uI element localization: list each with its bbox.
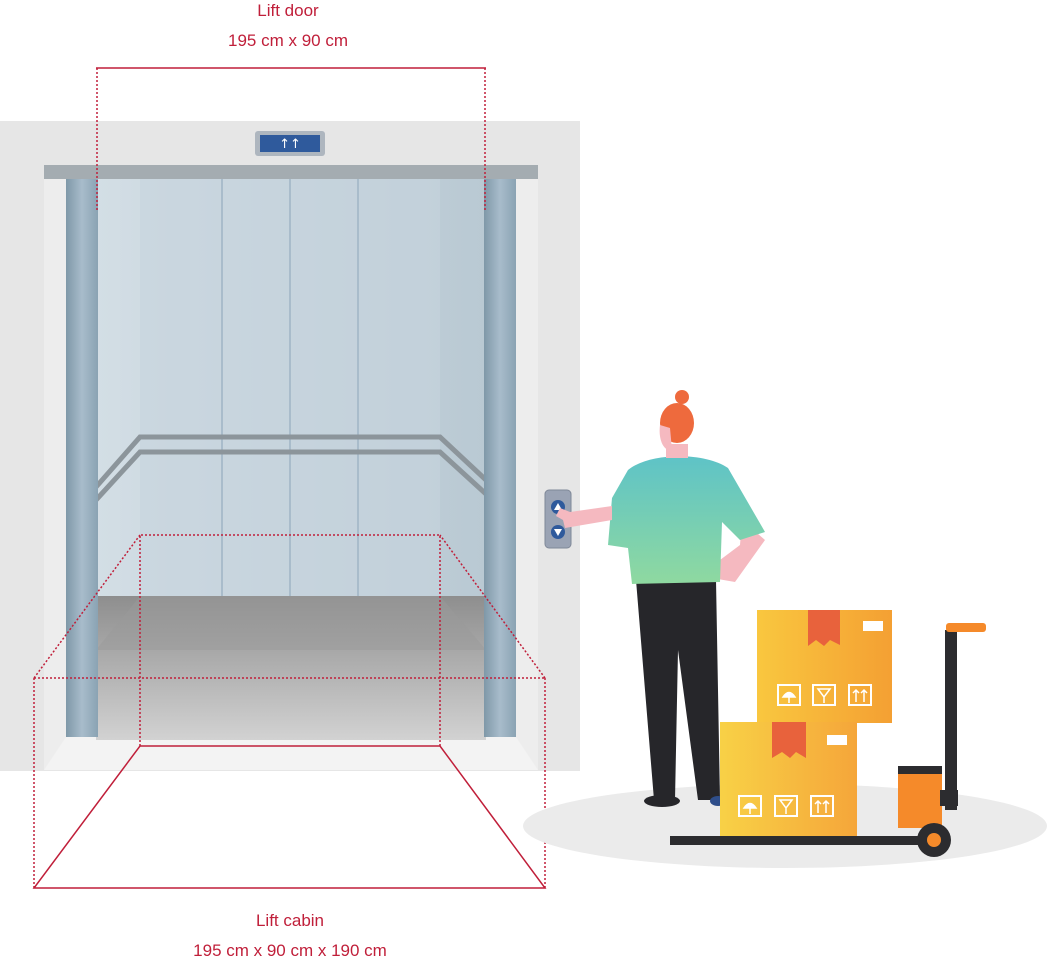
lift-cabin-label: Lift cabin 195 cm x 90 cm x 190 cm [130, 906, 450, 966]
lift-cabin-dimensions: 195 cm x 90 cm x 190 cm [193, 941, 387, 960]
lift-cabin-title: Lift cabin [255, 911, 325, 930]
lift-door-title: Lift door [257, 1, 319, 20]
lift-door-dimensions: 195 cm x 90 cm [228, 31, 348, 50]
cardboard-box-top [757, 610, 892, 723]
person-figure [556, 390, 765, 807]
lift-door-measure [96, 67, 486, 212]
indicator-arrows-icon: ↑↑ [279, 137, 301, 152]
lift-frame [0, 121, 580, 771]
cardboard-box-bottom [720, 722, 857, 836]
pallet-trolley [670, 623, 986, 857]
lift-door-label: Lift door 195 cm x 90 cm [173, 0, 403, 56]
lift-cabin-measure [32, 534, 547, 889]
trolley-handle [946, 623, 986, 632]
floor-indicator: ↑↑ [255, 131, 325, 156]
